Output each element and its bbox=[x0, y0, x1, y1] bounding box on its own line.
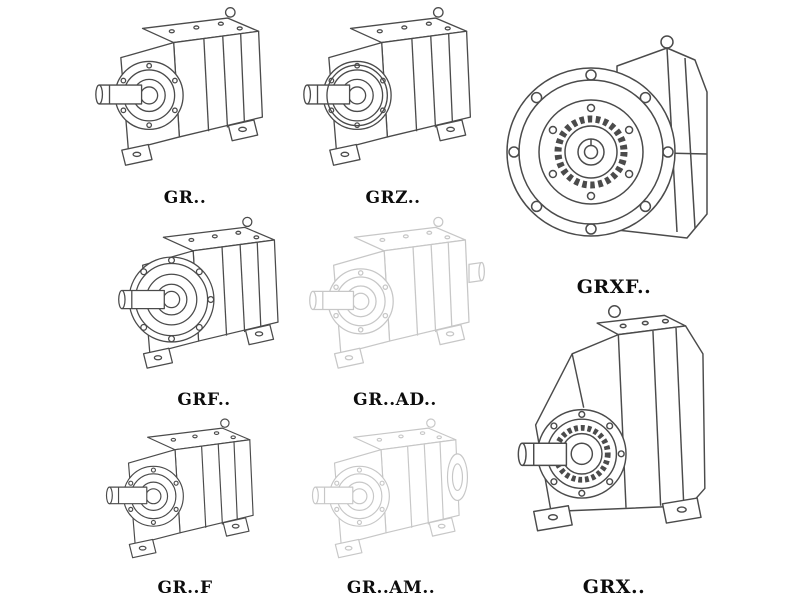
gearbox-cell-grxf: GRXF.. bbox=[498, 0, 730, 298]
grz-label: GRZ.. bbox=[365, 188, 421, 208]
gr-ad-gearbox-drawing bbox=[296, 212, 485, 388]
gearbox-cell-grz: GRZ.. bbox=[294, 0, 492, 208]
grx-gearbox-drawing bbox=[500, 300, 728, 574]
gearbox-cell-gr-am: GR..AM.. bbox=[292, 412, 490, 598]
gr-f-label: GR..F bbox=[157, 578, 213, 598]
grxf-gearbox-drawing bbox=[499, 30, 729, 274]
grf-gearbox-drawing bbox=[105, 212, 303, 388]
gr-ad-label: GR..AD.. bbox=[353, 390, 437, 410]
grf-label: GRF.. bbox=[177, 390, 231, 410]
gearbox-cell-grx: GRX.. bbox=[498, 300, 730, 598]
gearbox-cell-gr-f: GR..F bbox=[86, 412, 284, 598]
gr-am-gearbox-drawing bbox=[297, 414, 469, 576]
gr-gearbox-drawing bbox=[87, 2, 283, 186]
gearbox-cell-gr-ad: GR..AD.. bbox=[292, 210, 498, 410]
gr-am-label: GR..AM.. bbox=[346, 578, 436, 598]
gearbox-cell-gr: GR.. bbox=[86, 0, 284, 208]
grz-gearbox-drawing bbox=[295, 2, 491, 186]
grxf-label: GRXF.. bbox=[576, 276, 652, 298]
gr-f-gearbox-drawing bbox=[91, 414, 279, 576]
gr-label: GR.. bbox=[163, 188, 207, 208]
gearbox-cell-grf: GRF.. bbox=[100, 210, 308, 410]
grx-label: GRX.. bbox=[582, 576, 646, 598]
